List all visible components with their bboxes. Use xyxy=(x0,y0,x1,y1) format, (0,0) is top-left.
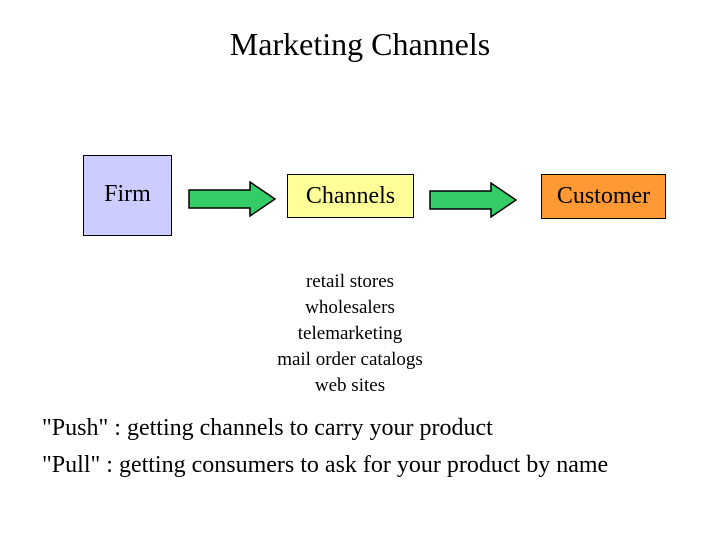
arrow-shape xyxy=(429,182,517,218)
customer-box: Customer xyxy=(541,174,666,219)
list-item: wholesalers xyxy=(305,297,395,318)
right-arrow-icon xyxy=(429,182,517,218)
channel-examples-list: retail stores wholesalers telemarketing … xyxy=(230,269,470,399)
list-item: retail stores xyxy=(305,271,395,292)
slide-title: Marketing Channels xyxy=(229,26,491,62)
list-item: telemarketing xyxy=(297,323,403,344)
definitions: "Push" : getting channels to carry your … xyxy=(42,410,702,484)
firm-box: Firm xyxy=(83,155,172,236)
push-definition: "Push" : getting channels to carry your … xyxy=(42,415,493,441)
channels-box: Channels xyxy=(287,174,414,218)
right-arrow-icon xyxy=(188,181,276,217)
list-item: mail order catalogs xyxy=(277,349,423,370)
arrow-shape xyxy=(188,181,276,217)
pull-definition: "Pull" : getting consumers to ask for yo… xyxy=(42,452,609,478)
list-item: web sites xyxy=(314,375,386,396)
